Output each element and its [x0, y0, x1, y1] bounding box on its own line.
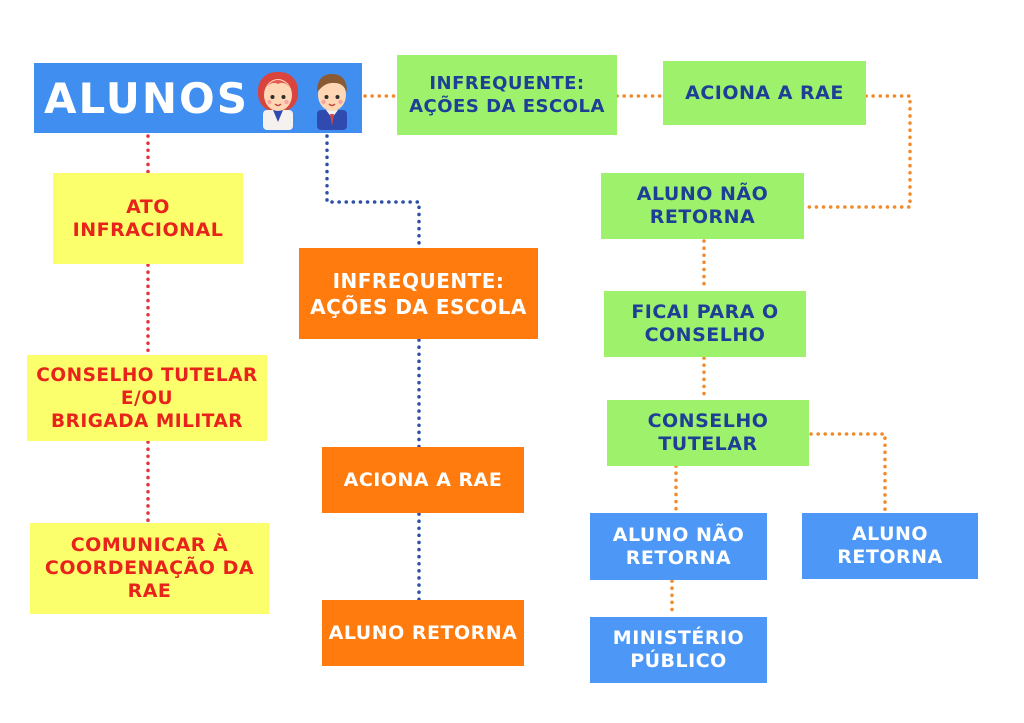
page-title: ALUNOS: [44, 73, 249, 123]
box-aluno-retorna-orange: ALUNO RETORNA: [322, 600, 524, 666]
box-aluno-nao-retorna-blue: ALUNO NÃO RETORNA: [590, 513, 767, 580]
box-comunicar-coordenacao: COMUNICAR À COORDENAÇÃO DA RAE: [30, 523, 269, 614]
box-aluno-retorna-blue: ALUNO RETORNA: [802, 513, 978, 579]
title-box: ALUNOS: [34, 63, 362, 133]
box-conselho-tutelar-brigada: CONSELHO TUTELAR E/OU BRIGADA MILITAR: [27, 355, 267, 441]
box-aluno-nao-retorna-green: ALUNO NÃO RETORNA: [601, 173, 804, 239]
connector-aciona-to-nao-retorna: [804, 94, 912, 209]
connector-conselho-to-retorna: [809, 432, 887, 514]
box-aciona-rae-orange: ACIONA A RAE: [322, 447, 524, 513]
box-ato-infracional: ATO INFRACIONAL: [53, 173, 243, 264]
box-infrequente-orange: INFREQUENTE: AÇÕES DA ESCOLA: [299, 248, 538, 339]
girl-student-icon: [257, 72, 298, 130]
box-infrequente-green: INFREQUENTE: AÇÕES DA ESCOLA: [397, 55, 617, 135]
box-ficai-para-conselho: FICAI PARA O CONSELHO: [604, 291, 806, 357]
box-ministerio-publico: MINISTÉRIO PÚBLICO: [590, 617, 767, 683]
box-conselho-tutelar-green: CONSELHO TUTELAR: [607, 400, 809, 466]
box-aciona-rae-green: ACIONA A RAE: [663, 61, 866, 125]
connector-title-to-infrequente-orange: [325, 134, 421, 250]
boy-student-icon: [316, 74, 347, 130]
